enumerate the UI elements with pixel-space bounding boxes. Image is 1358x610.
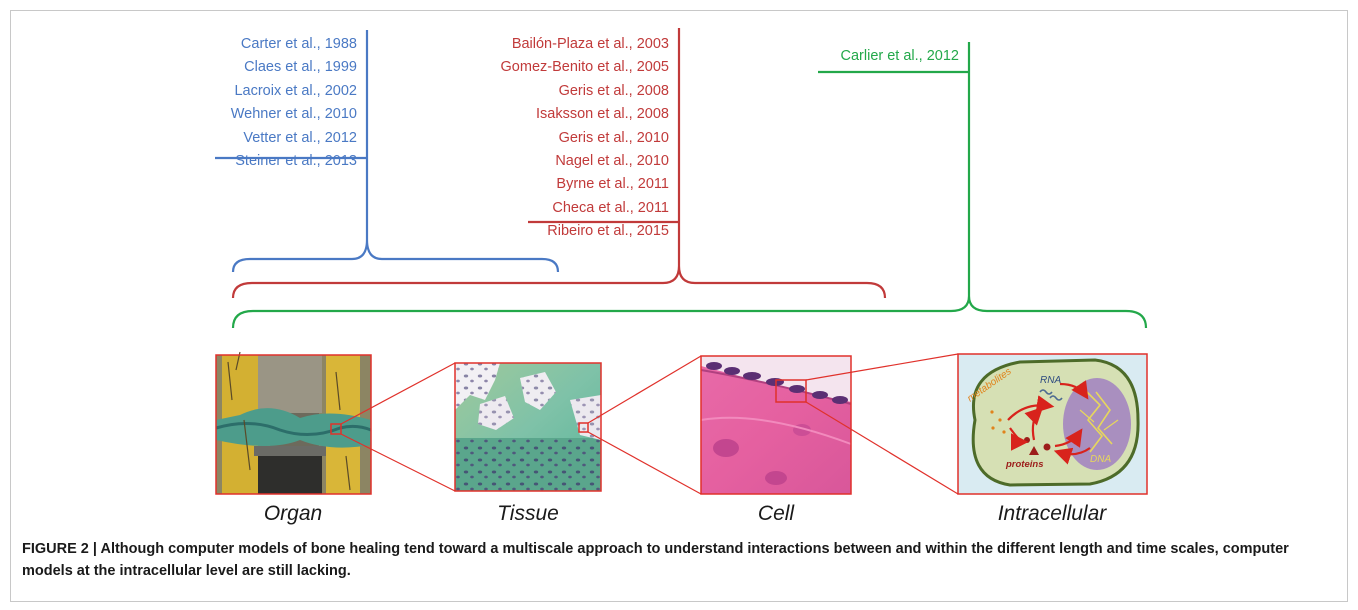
zoom-line <box>805 401 959 495</box>
intracellular-references: Carlier et al., 2012 <box>800 45 959 68</box>
reference-entry: Geris et al., 2008 <box>558 82 669 99</box>
zoom-line <box>340 433 456 492</box>
reference-entry: Isaksson et al., 2008 <box>536 106 669 123</box>
zoom-lines <box>340 353 959 495</box>
reference-entry: Checa et al., 2011 <box>552 199 669 216</box>
tissue-image <box>454 362 602 492</box>
zoom-line <box>587 355 702 424</box>
organ-brace <box>231 239 560 273</box>
reference-entry: Claes et al., 1999 <box>244 59 357 76</box>
figure-caption: FIGURE 2 | Although computer models of b… <box>22 538 1342 582</box>
caption-text: Although computer models of bone healing… <box>22 541 1289 579</box>
reference-entry: Nagel et al., 2010 <box>555 153 669 170</box>
intracellular-bracket <box>231 42 1148 329</box>
reference-entry: Lacroix et al., 2002 <box>234 82 357 99</box>
reference-entry: Carter et al., 1988 <box>240 36 357 52</box>
reference-entry: Geris et al., 2010 <box>558 129 669 146</box>
intracellular-schematic: metabolites RNA proteins DNA <box>957 353 1148 495</box>
tissue-bracket <box>231 28 887 299</box>
proteins-label: proteins <box>1005 459 1043 470</box>
dna-label: DNA <box>1090 454 1111 465</box>
reference-entry: Carlier et al., 2012 <box>840 48 959 64</box>
intracellular-brace <box>231 295 1148 329</box>
rna-label: RNA <box>1040 375 1061 386</box>
reference-entry: Vetter et al., 2012 <box>243 129 357 146</box>
reference-entry: Bailón-Plaza et al., 2003 <box>511 36 669 52</box>
tissue-label: Tissue <box>497 502 559 525</box>
organ-label: Organ <box>263 502 323 525</box>
intracellular-label: Intracellular <box>997 502 1107 525</box>
tissue-references: Bailón-Plaza et al., 2003 Gomez-Benito e… <box>470 33 669 244</box>
reference-entry: Wehner et al., 2010 <box>230 106 357 123</box>
cell-label: Cell <box>757 502 795 525</box>
organ-image <box>215 351 372 495</box>
zoom-line <box>340 362 456 425</box>
caption-label: FIGURE 2 | <box>22 541 97 557</box>
organ-bracket <box>215 30 560 273</box>
tissue-brace <box>231 265 887 299</box>
zoom-line <box>587 431 702 495</box>
cell-image <box>700 355 852 495</box>
reference-entry: Gomez-Benito et al., 2005 <box>500 59 669 76</box>
reference-entry: Ribeiro et al., 2015 <box>547 223 669 240</box>
figure-frame <box>10 10 1348 602</box>
zoom-line <box>805 353 959 381</box>
reference-entry: Byrne et al., 2011 <box>556 176 669 193</box>
